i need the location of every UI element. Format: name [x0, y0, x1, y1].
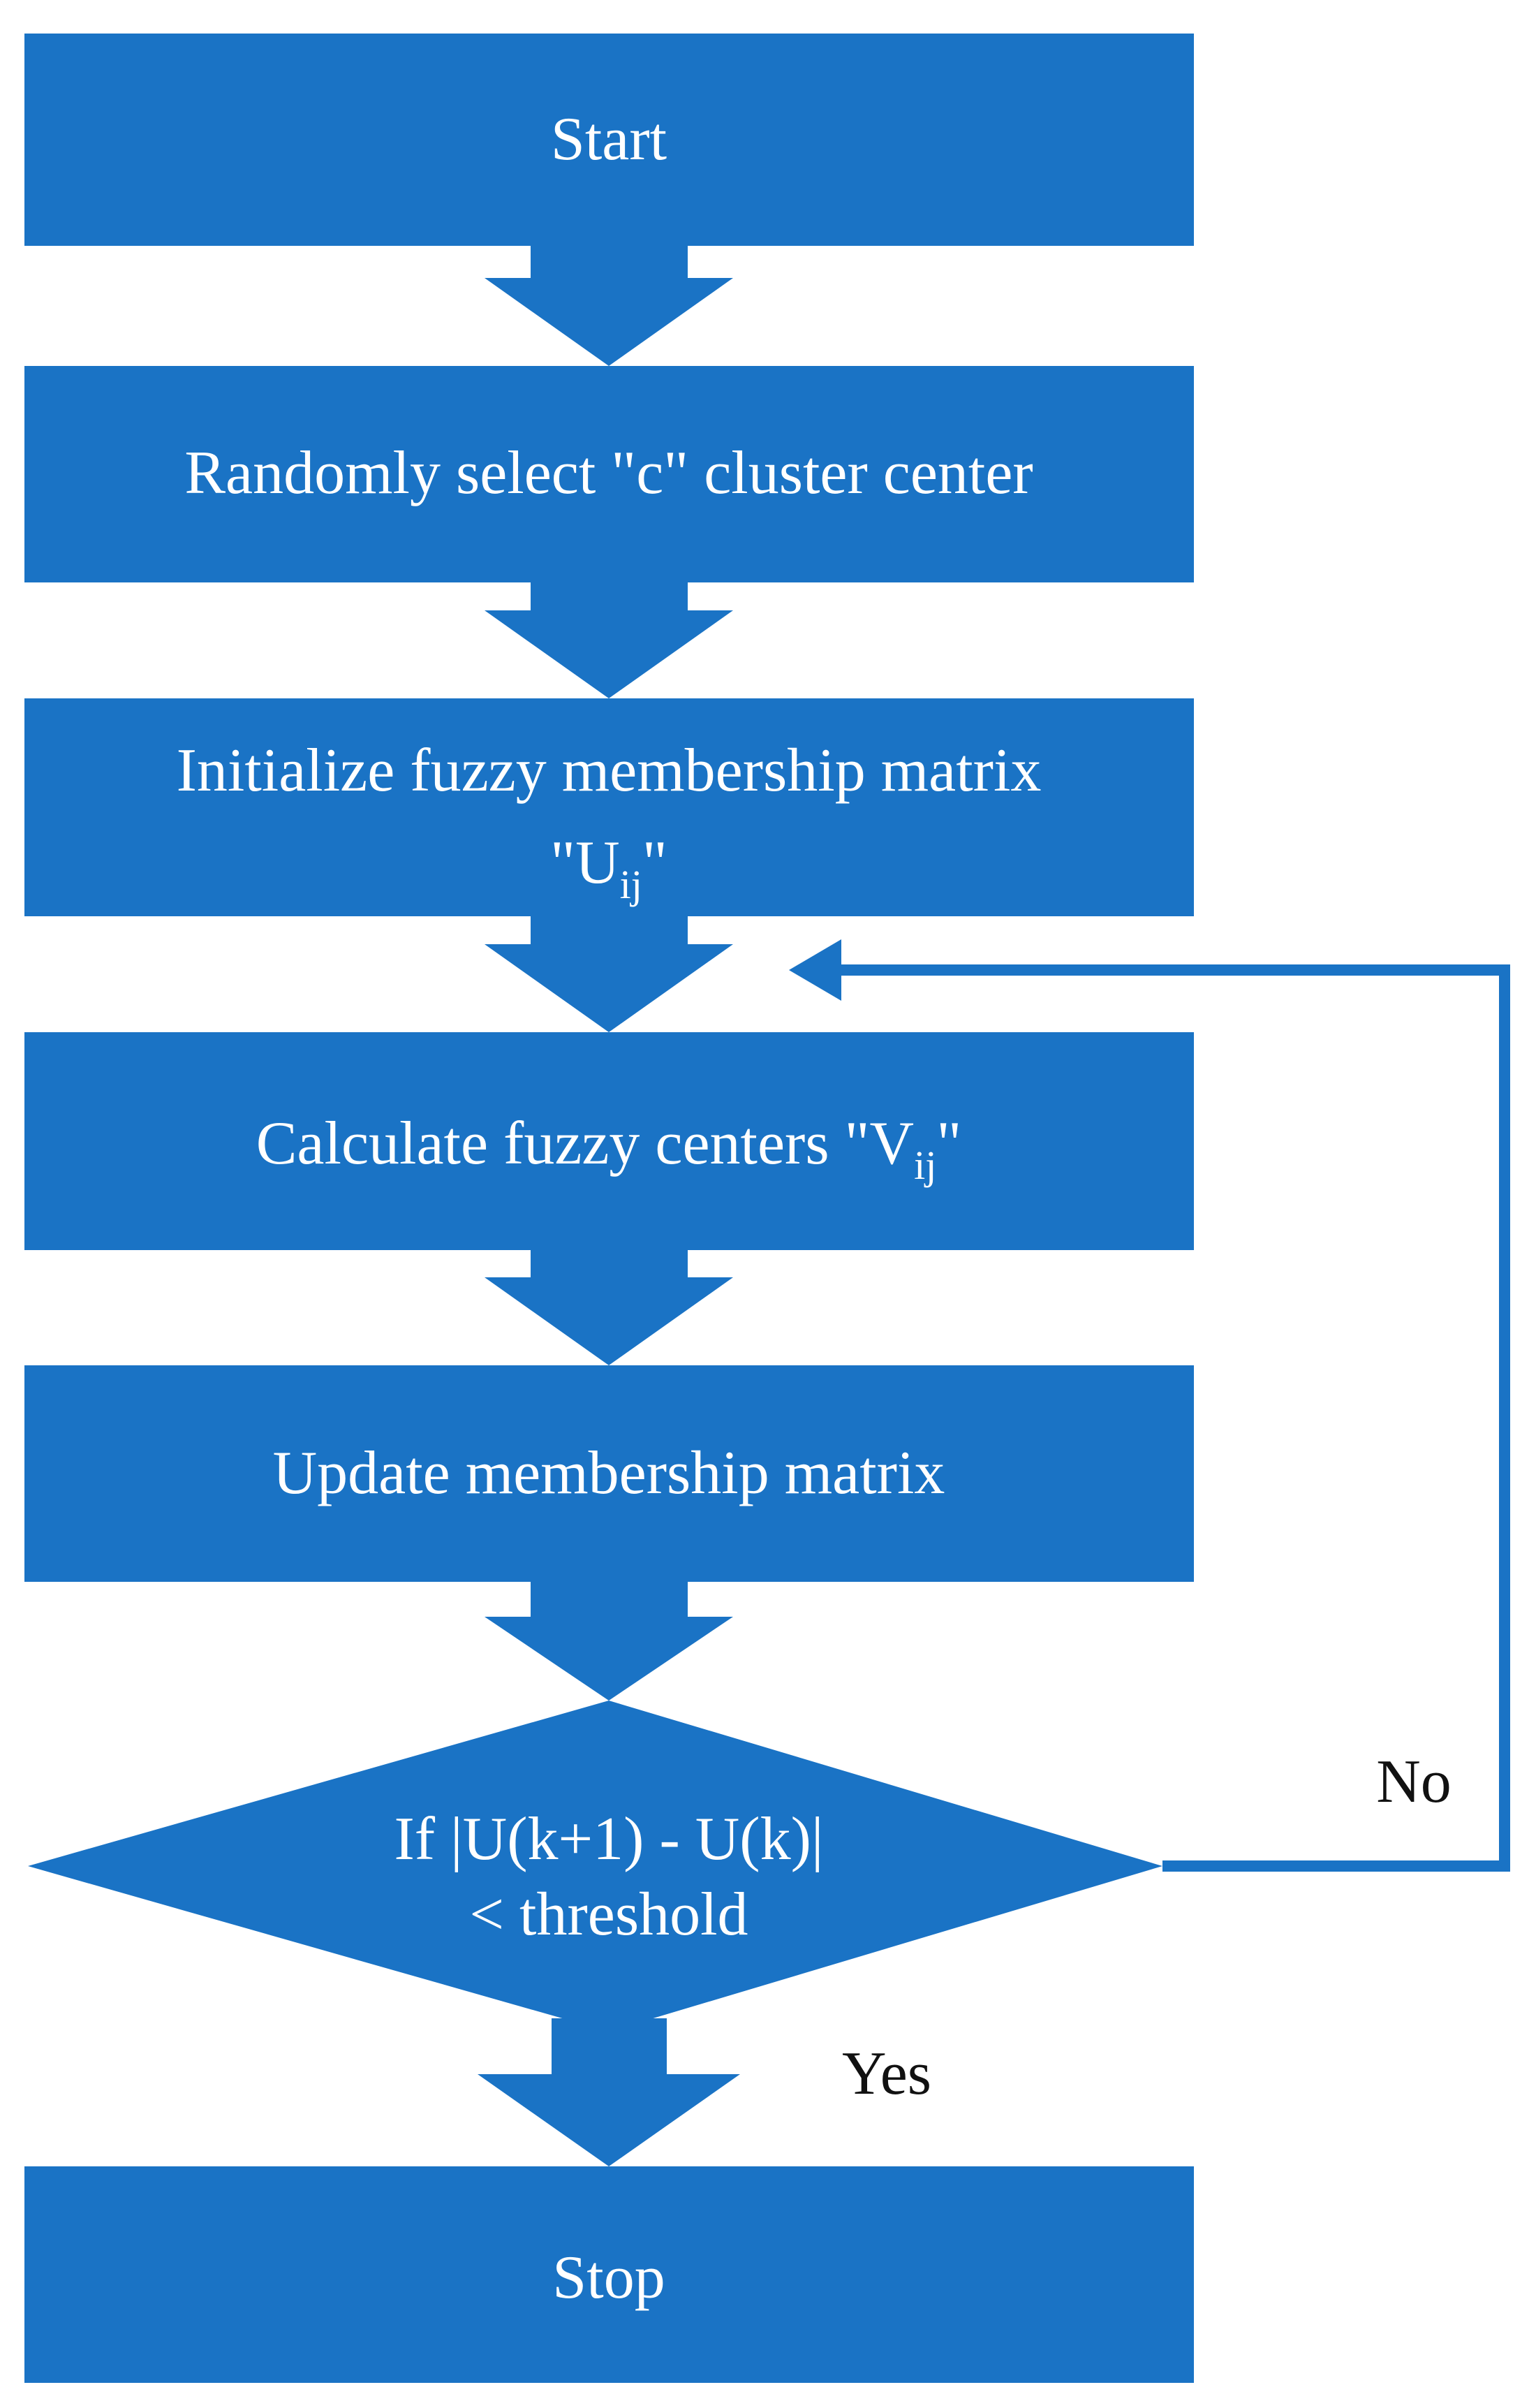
- stop-label: Stop: [552, 2244, 665, 2312]
- calculate-prefix: Calculate fuzzy centers "V: [256, 1110, 914, 1177]
- arrow-start-to-select: [485, 246, 733, 366]
- calculate-suffix: ": [936, 1110, 961, 1177]
- calculate-box: [24, 1032, 1194, 1250]
- arrow-calculate-to-update: [485, 1250, 733, 1365]
- start-box: [24, 34, 1194, 246]
- decision-diamond: [28, 1701, 1162, 2032]
- initialize-subscript: ij: [620, 862, 642, 907]
- random-select-box: [24, 366, 1194, 582]
- initialize-suffix: ": [642, 829, 667, 897]
- update-label: Update membership matrix: [273, 1439, 945, 1507]
- random-select-label: Randomly select "c" cluster center: [184, 439, 1033, 507]
- arrow-update-to-decision: [485, 1582, 733, 1701]
- initialize-label-line1: Initialize fuzzy membership matrix: [177, 737, 1042, 805]
- decision-label-line1: If |U(k+1) - U(k)|: [394, 1805, 823, 1873]
- no-loop-line: [834, 964, 1510, 1872]
- yes-label: Yes: [842, 2040, 931, 2108]
- decision-label-line2: < threshold: [469, 1881, 748, 1948]
- start-label: Start: [551, 105, 667, 173]
- update-box: [24, 1365, 1194, 1582]
- calculate-subscript: ij: [914, 1143, 936, 1188]
- no-label: No: [1376, 1748, 1452, 1816]
- arrow-select-to-initialize: [485, 582, 733, 698]
- arrow-decision-to-stop: [478, 2018, 740, 2166]
- initialize-prefix: "U: [550, 829, 619, 897]
- stop-box: [24, 2166, 1194, 2383]
- calculate-label: Calculate fuzzy centers "Vij": [256, 1110, 962, 1188]
- initialize-label-line2: "Uij": [550, 829, 667, 907]
- arrow-initialize-to-calculate: [485, 916, 733, 1032]
- no-loop-arrowhead: [789, 939, 841, 1001]
- initialize-box: [24, 698, 1194, 916]
